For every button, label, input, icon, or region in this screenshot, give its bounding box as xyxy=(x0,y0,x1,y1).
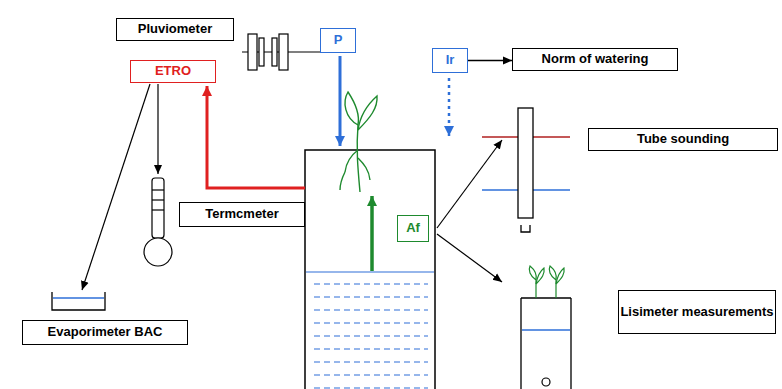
plant xyxy=(340,92,377,192)
flux-box: P xyxy=(320,28,356,53)
irrigation-arrow xyxy=(448,78,451,136)
temperature-arrow xyxy=(207,86,305,188)
lysimeter-arrow xyxy=(437,234,502,282)
label-box: Pluviometer xyxy=(116,18,234,41)
water-level xyxy=(306,271,434,272)
box-label: Ir xyxy=(446,52,455,68)
etro-evap-line xyxy=(82,84,150,290)
box-label: Evaporimeter BAC xyxy=(48,324,163,340)
label-box: Norm of watering xyxy=(512,48,678,71)
etro-thermo-line xyxy=(157,84,158,174)
flux-box: Af xyxy=(397,215,429,242)
label-box: Tube sounding xyxy=(588,128,778,151)
box-label: Tube sounding xyxy=(637,131,729,147)
capillary-arrow xyxy=(370,196,374,271)
thermometer xyxy=(144,178,172,266)
tube-arrow xyxy=(437,140,502,228)
pluviometer-symbol xyxy=(242,34,320,70)
box-label: P xyxy=(334,32,343,48)
box-label: Af xyxy=(406,220,420,236)
precip-arrow xyxy=(339,56,342,146)
flux-box: Ir xyxy=(432,48,468,73)
box-label: Lisimeter measurements xyxy=(620,304,773,320)
flux-box: ETRO xyxy=(130,60,216,83)
label-box: Evaporimeter BAC xyxy=(22,320,188,345)
water-dashes xyxy=(314,284,428,388)
box-label: Termcmeter xyxy=(205,206,278,222)
label-box: Termcmeter xyxy=(179,202,305,227)
sounding-tube xyxy=(482,108,570,232)
soil-column xyxy=(305,150,435,389)
flow-arrow xyxy=(468,60,512,61)
box-label: ETRO xyxy=(155,63,191,79)
evaporimeter-pan xyxy=(52,292,105,310)
label-box: Lisimeter measurements xyxy=(618,290,776,334)
box-label: Pluviometer xyxy=(138,21,212,37)
lysimeter xyxy=(521,266,571,389)
box-label: Norm of watering xyxy=(542,51,649,67)
